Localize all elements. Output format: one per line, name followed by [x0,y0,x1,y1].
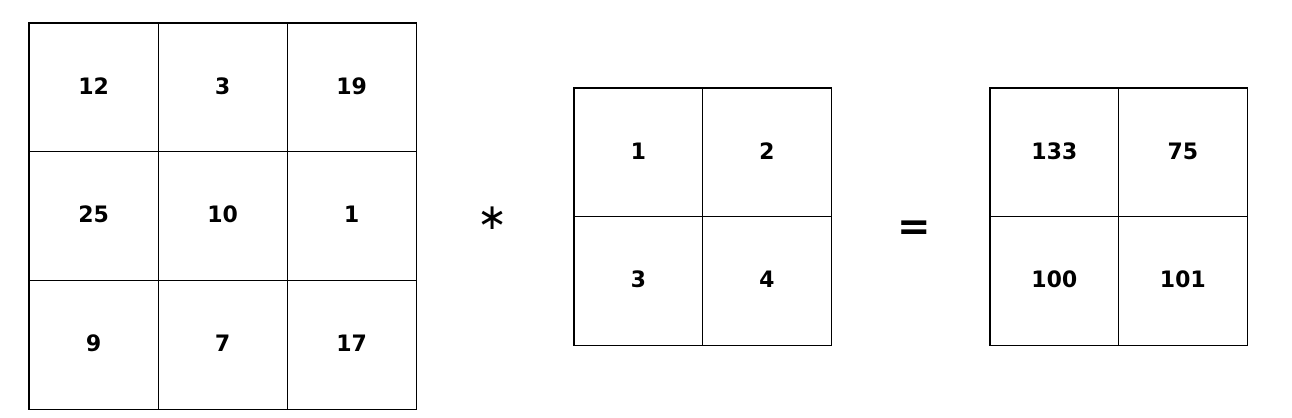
output-cell: 133 [989,87,1119,217]
output-cell: 100 [989,216,1119,346]
output-cell: 75 [1118,87,1248,217]
input-cell: 9 [28,279,159,410]
kernel-cell: 1 [573,87,703,217]
kernel-cell: 4 [702,216,832,346]
kernel-cell: 2 [702,87,832,217]
equals-operator: = [897,204,931,250]
kernel-cell: 3 [573,216,703,346]
input-cell: 10 [157,151,288,281]
input-cell: 7 [157,279,288,410]
convolution-operator: ∗ [477,197,508,238]
input-cell: 1 [286,151,417,281]
output-matrix: 133 75 100 101 [989,87,1248,346]
input-cell: 17 [286,279,417,410]
input-cell: 12 [28,22,159,153]
kernel-matrix: 1 2 3 4 [573,87,832,346]
input-cell: 3 [157,22,288,153]
input-matrix: 12 3 19 25 10 1 9 7 17 [28,22,417,410]
input-cell: 25 [28,151,159,281]
output-cell: 101 [1118,216,1248,346]
input-cell: 19 [286,22,417,153]
